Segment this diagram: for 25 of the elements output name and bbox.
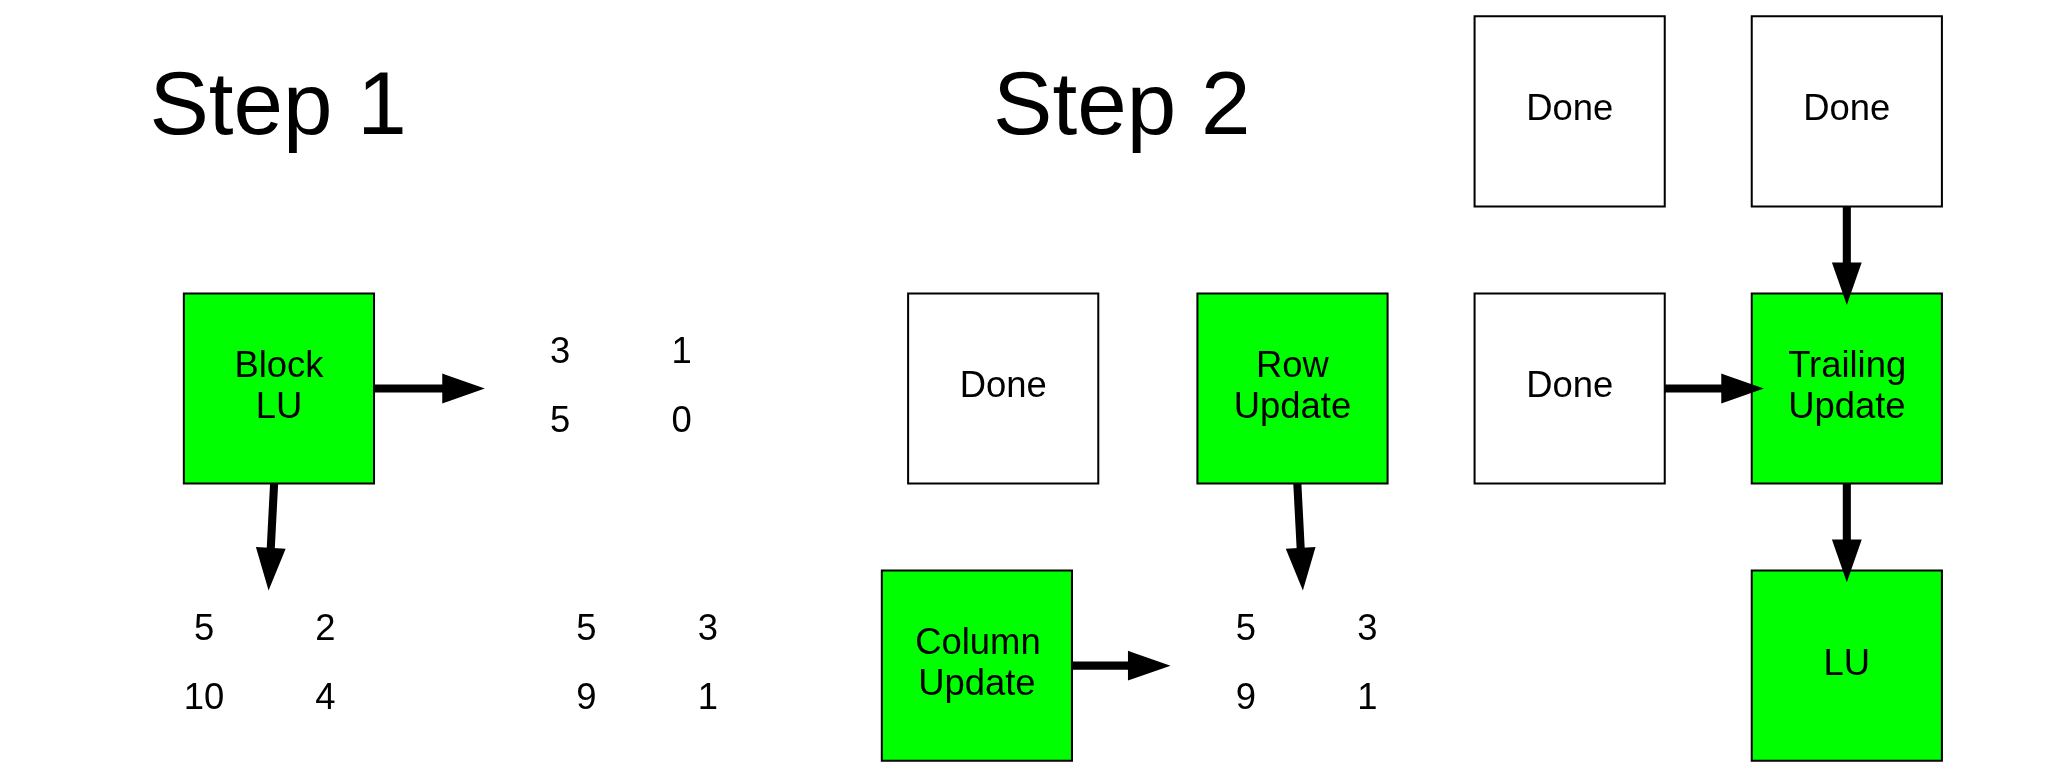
arrow (1831, 206, 1862, 305)
arrow (1831, 483, 1862, 583)
node-box: Row Update (1195, 292, 1389, 485)
arrow (1664, 373, 1764, 404)
label: Step 2 (992, 53, 1250, 153)
label: 5 (575, 607, 597, 649)
node-box: LU (1750, 569, 1943, 762)
arrow (1071, 650, 1171, 681)
node-box: Done (1473, 15, 1666, 208)
label: 3 (697, 607, 718, 649)
node-box: Block LU (182, 292, 375, 485)
node-box: Trailing Update (1750, 292, 1943, 485)
node-text: 5 3 9 1 (1235, 607, 1377, 717)
node-box: Done (906, 292, 1099, 485)
node-text: 3 1 5 0 (549, 330, 692, 440)
arrow (1285, 483, 1316, 591)
label: Step 1 (148, 53, 407, 153)
node-box: Done (1750, 15, 1943, 208)
label: 1 (697, 675, 718, 717)
label: 9 (575, 675, 597, 717)
node-box: Done (1473, 292, 1666, 485)
arrow (255, 483, 286, 591)
node-box: Column Update (880, 569, 1073, 762)
arrow (373, 373, 485, 404)
node-text: 5 2 10 4 (183, 607, 336, 717)
